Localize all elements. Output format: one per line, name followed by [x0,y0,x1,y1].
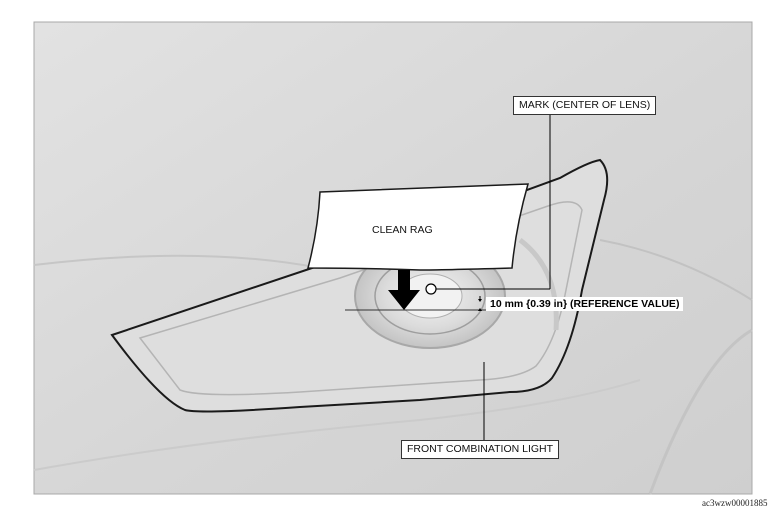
fender-curve [648,328,753,495]
body-panel-line [33,254,321,269]
clean-rag-label: CLEAN RAG [372,224,433,236]
dimension-arrow-top [478,299,482,302]
down-arrow-icon [388,270,420,310]
circle-mark-icon [425,283,437,295]
reference-value-label: 10 mm {0.39 in} (REFERENCE VALUE) [486,297,684,311]
light-guide-strip [518,238,559,331]
front-combination-light-label: FRONT COMBINATION LIGHT [401,440,560,459]
dimension-arrow-bottom [478,308,482,311]
housing-inner-contour [138,201,583,396]
figure-code: ac3wzw00001885 [702,498,768,508]
mark-center-of-lens-label: MARK (CENTER OF LENS) [513,96,657,115]
hood-line [599,239,753,301]
bumper-line [33,379,641,471]
clean-rag [307,183,530,271]
